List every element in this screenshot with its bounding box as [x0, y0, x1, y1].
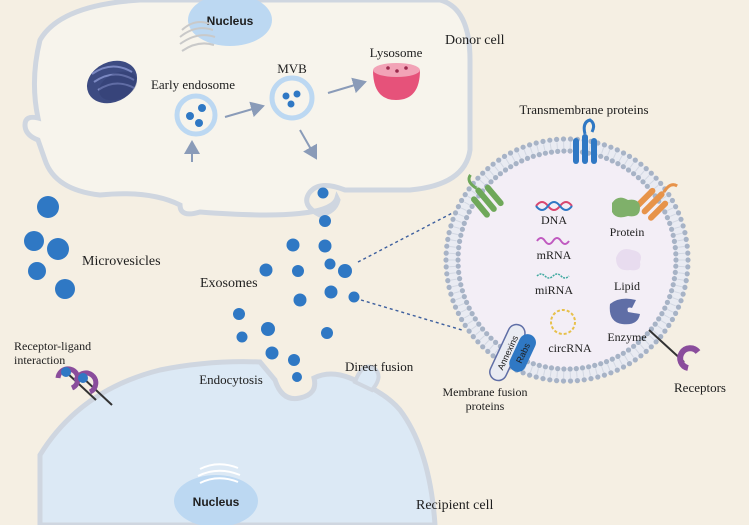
nucleus-top-label: Nucleus	[207, 14, 254, 28]
mvb-label: MVB	[277, 61, 307, 76]
circrna-ring-icon	[550, 309, 576, 335]
nucleus-bottom	[174, 475, 258, 525]
mvb	[269, 75, 315, 121]
pathway-arrows	[184, 77, 367, 162]
mrna-label: mRNA	[537, 248, 572, 262]
transmembrane-protein-green	[467, 174, 504, 218]
transmembrane-protein-orange	[635, 183, 678, 221]
enzyme-blob-icon	[609, 298, 640, 325]
protein-label: Protein	[610, 225, 645, 239]
membrane-fusion-proteins: Annexins Rabs	[489, 323, 536, 382]
exosomes	[233, 187, 360, 382]
recipient-cell-membrane	[37, 359, 438, 525]
direct-fusion-vesicle	[352, 364, 381, 393]
lysosome-label: Lysosome	[370, 45, 423, 60]
membrane-fusion-label-1: Membrane fusion	[443, 385, 528, 399]
membrane-fusion-label-2: proteins	[466, 399, 505, 413]
nucleus-bottom-label: Nucleus	[193, 495, 240, 509]
receptor-ligand-label-2: interaction	[14, 353, 65, 367]
direct-fusion-label: Direct fusion	[345, 359, 414, 374]
zoom-lines	[357, 207, 463, 331]
mrna-wave-icon	[536, 237, 570, 245]
receptors-label: Receptors	[674, 380, 726, 395]
lysosome	[373, 63, 420, 100]
early-endosome-label: Early endosome	[151, 77, 235, 92]
transmembrane-protein-top	[573, 118, 597, 164]
recipient-cell-label: Recipient cell	[416, 498, 493, 513]
enzyme-label: Enzyme	[607, 330, 646, 344]
early-endosome	[174, 93, 218, 137]
microvesicles-label: Microvesicles	[82, 254, 161, 269]
dna-label: DNA	[541, 213, 567, 227]
mirna-label: miRNA	[535, 283, 573, 297]
endocytosis-label: Endocytosis	[199, 372, 263, 387]
dna-helix-icon	[535, 201, 573, 211]
receptor-icon	[648, 329, 701, 371]
er-icon	[86, 60, 138, 104]
circrna-label: circRNA	[548, 341, 592, 355]
golgi-bottom-icon	[197, 463, 241, 484]
receptor-ligand-label-1: Receptor-ligand	[14, 339, 91, 353]
golgi-icon	[179, 21, 216, 52]
protein-blob-icon	[612, 197, 640, 218]
microvesicles	[24, 196, 75, 299]
transmembrane-proteins-label: Transmembrane proteins	[519, 102, 648, 117]
exosomes-label: Exosomes	[200, 276, 258, 291]
lipid-label: Lipid	[614, 279, 640, 293]
donor-cell-membrane	[22, 0, 473, 218]
lipid-blob-icon	[616, 249, 641, 271]
donor-cell-label: Donor cell	[445, 33, 505, 48]
mirna-wave-icon	[536, 273, 570, 279]
receptor-ligand-icon	[55, 366, 113, 406]
